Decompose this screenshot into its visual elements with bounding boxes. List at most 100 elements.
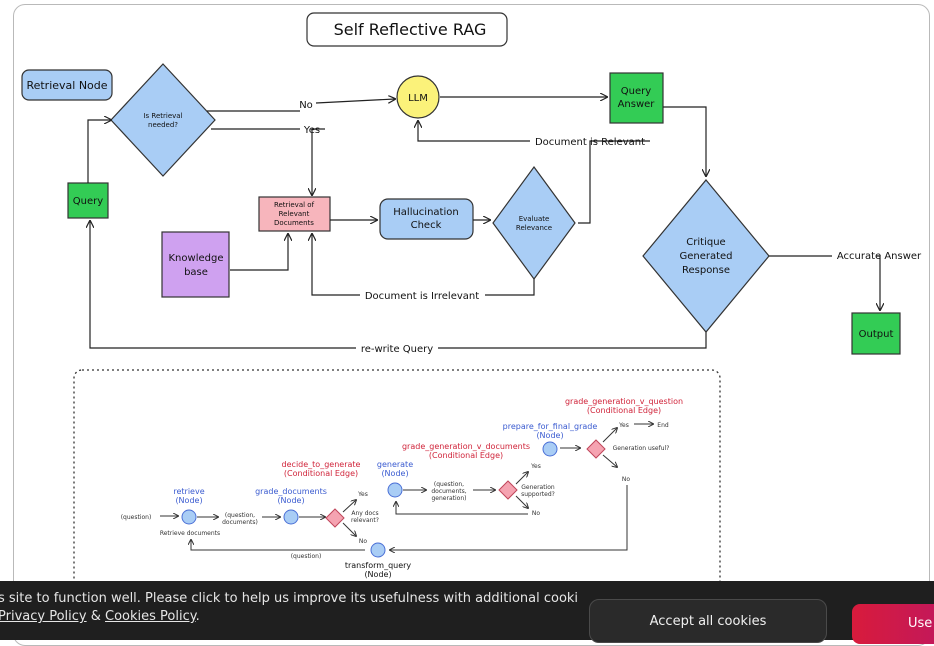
edge-yes-to-retrieval — [211, 128, 325, 195]
graph-generate-node: (Node) — [381, 469, 408, 478]
retrieval-node-label: Retrieval Node — [26, 79, 107, 92]
graph-no-2: No — [532, 510, 540, 517]
hallucination-label-1: Hallucination — [393, 207, 458, 218]
edge-irrelevant-to-retrieval — [312, 234, 535, 296]
graph-gen-supported-2: supported? — [521, 491, 555, 498]
is-retrieval-needed-diamond — [110, 63, 216, 177]
graph-edge-useful-yes — [602, 428, 617, 443]
graph-any-docs-2: relevant? — [351, 517, 379, 524]
is-retrieval-label-1: Is Retrieval — [143, 112, 182, 120]
graph-grade-docs-label: grade_generation_v_documents — [402, 442, 530, 451]
cookie-banner: s site to function well. Please click to… — [0, 581, 934, 644]
graph-node-transform — [370, 542, 386, 558]
graph-grade-documents-node: (Node) — [277, 496, 304, 505]
cookie-amp: & — [86, 609, 106, 624]
graph-any-docs-1: Any docs — [351, 510, 378, 517]
graph-retrieve-node: (Node) — [175, 496, 202, 505]
critique-label-1: Critique — [686, 237, 725, 248]
graph-edge-decide-no — [342, 522, 356, 536]
graph-node-generate — [387, 482, 403, 498]
edge-rewrite-to-query — [90, 221, 707, 349]
retrieval-node-box — [21, 69, 113, 101]
use-essential-button[interactable]: Use — [852, 604, 934, 644]
retrieval-docs-label-3: Documents — [274, 219, 314, 227]
graph-gen-useful: Generation useful? — [613, 445, 670, 452]
graph-yes-2: Yes — [530, 463, 541, 470]
graph-generate-label: generate — [377, 460, 413, 469]
graph-no-1: No — [359, 538, 367, 545]
graph-gen-supported-1: Generation — [521, 484, 555, 491]
edge-relevant-to-llm — [418, 121, 650, 224]
edge-no-to-llm — [207, 99, 395, 112]
hallucination-label-2: Check — [411, 220, 442, 231]
output-label: Output — [859, 329, 894, 340]
query-label: Query — [73, 196, 103, 207]
edge-accurate-to-output — [769, 255, 880, 310]
graph-edge-transform-back — [191, 540, 365, 551]
graph-edge-decide-yes — [342, 500, 356, 513]
graph-decide-label: decide_to_generate — [282, 460, 361, 469]
graph-node-prepare — [542, 441, 558, 457]
graph-no-3: No — [622, 476, 630, 483]
graph-yes-3: Yes — [618, 422, 629, 429]
cookie-message-text: s site to function well. Please click to… — [0, 591, 578, 606]
graph-edge-supported-no — [515, 495, 528, 508]
accept-all-cookies-button[interactable]: Accept all cookies — [589, 599, 827, 643]
graph-qd-label-2: documents) — [222, 519, 258, 526]
graph-yes-1: Yes — [357, 491, 368, 498]
graph-diamond-grade-question — [586, 439, 606, 459]
output-box — [851, 312, 901, 355]
edge-label-accurate: Accurate Answer — [837, 251, 922, 262]
retrieval-docs-label-1: Retrieval of — [274, 201, 315, 209]
graph-grade-question-edge: (Conditional Edge) — [587, 406, 661, 415]
edge-label-relevant: Document is Relevant — [535, 137, 645, 148]
graph-node-grade-documents — [283, 509, 299, 525]
diagram-title: Self Reflective RAG — [334, 20, 487, 39]
graph-question-label: (question) — [121, 514, 152, 521]
graph-qdg-label-2: documents, — [431, 488, 466, 495]
graph-decide-edge: (Conditional Edge) — [284, 469, 358, 478]
graph-retrieve-label: retrieve — [173, 487, 204, 496]
evaluate-label-2: Relevance — [516, 224, 552, 232]
graph-edge-supported-yes — [515, 472, 528, 485]
edge-label-no: No — [299, 100, 313, 111]
graph-grade-docs-edge: (Conditional Edge) — [429, 451, 503, 460]
knowledge-label-1: Knowledge — [169, 253, 224, 264]
graph-qd-label-1: (question, — [225, 512, 255, 519]
edge-knowledge-to-retrieval — [230, 234, 288, 271]
retrieval-docs-label-2: Relevant — [279, 210, 310, 218]
graph-diamond-grade-docs — [498, 480, 518, 500]
graph-retrieve-docs-label: Retrieve documents — [160, 530, 220, 537]
knowledge-base-box — [161, 231, 230, 298]
llm-label: LLM — [408, 93, 428, 104]
knowledge-label-2: base — [184, 267, 208, 278]
graph-qdg-label-3: generation) — [432, 495, 467, 502]
graph-grade-question-label: grade_generation_v_question — [565, 397, 683, 406]
is-retrieval-label-2: needed? — [148, 121, 178, 129]
privacy-policy-link[interactable]: Privacy Policy — [0, 609, 87, 624]
edge-label-rewrite: re-write Query — [361, 344, 433, 355]
evaluate-relevance-diamond — [492, 165, 576, 281]
graph-question-label-2: (question) — [291, 553, 322, 560]
graph-edge-to-transform — [390, 485, 628, 550]
title-box — [306, 12, 508, 47]
edge-answer-to-critique — [663, 106, 706, 176]
graph-transform-label: transform_query — [345, 561, 412, 570]
graph-diamond-decide — [325, 508, 345, 528]
critique-label-2: Generated — [679, 251, 732, 262]
query-answer-box — [609, 72, 664, 124]
critique-label-3: Response — [682, 265, 730, 276]
cookie-period: . — [195, 609, 200, 624]
edge-label-yes: Yes — [303, 125, 320, 136]
graph-edge-useful-no — [602, 454, 617, 467]
query-answer-label-2: Answer — [618, 99, 656, 110]
cookies-policy-link[interactable]: Cookies Policy — [105, 609, 196, 624]
graph-prepare-node: (Node) — [536, 431, 563, 440]
graph-qdg-label-1: (question, — [434, 481, 464, 488]
graph-transform-node: (Node) — [364, 570, 391, 579]
graph-edge-regenerate — [396, 502, 528, 515]
evaluate-label-1: Evaluate — [519, 215, 550, 223]
hallucination-check-box — [379, 198, 474, 240]
edge-label-irrelevant: Document is Irrelevant — [365, 291, 479, 302]
